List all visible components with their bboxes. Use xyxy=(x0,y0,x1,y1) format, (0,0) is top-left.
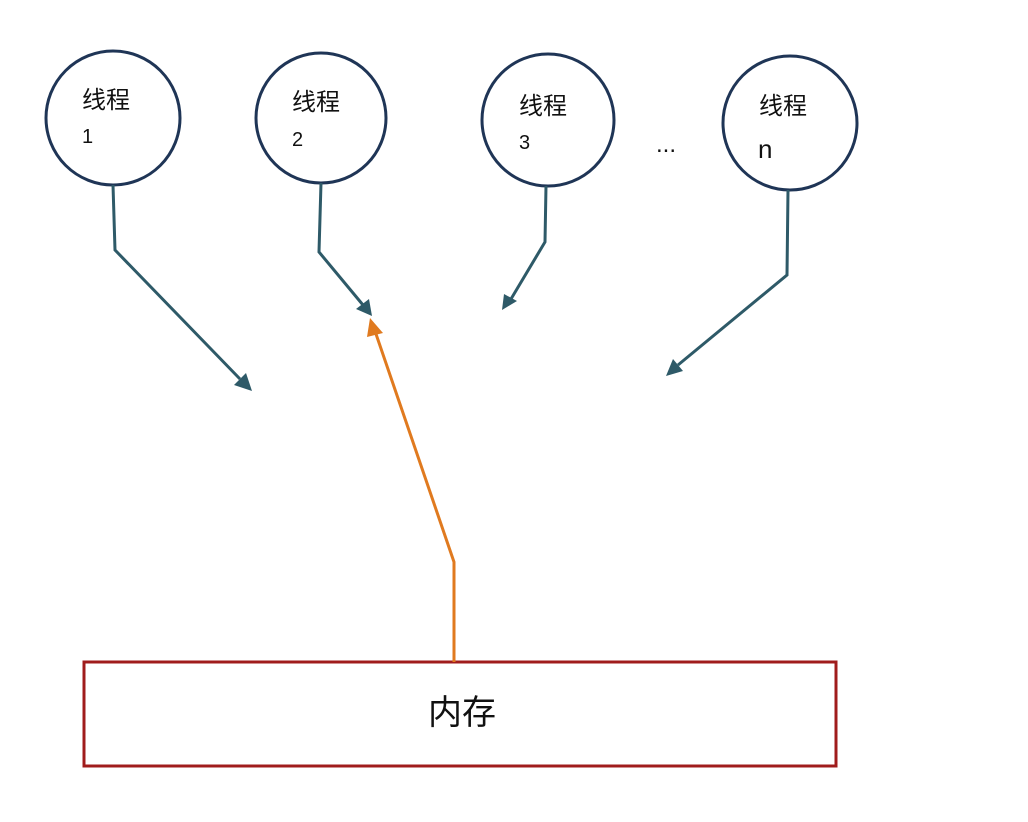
thread-n-circle xyxy=(721,54,859,192)
thread-node-3: 线程 3 xyxy=(480,52,616,188)
thread-1-arrowhead xyxy=(234,373,252,391)
thread-n-arrowhead xyxy=(666,359,683,376)
thread-3-connector xyxy=(502,185,548,310)
thread-3-label: 线程 xyxy=(519,92,567,120)
thread-1-label: 线程 xyxy=(82,86,130,114)
thread-n-label: 线程 xyxy=(759,92,807,120)
thread-node-n: 线程 n xyxy=(721,54,859,192)
thread-3-index: 3 xyxy=(519,132,530,154)
thread-ellipsis: ... xyxy=(656,131,676,158)
thread-node-2: 线程 2 xyxy=(254,51,388,185)
thread-n-index: n xyxy=(758,134,772,164)
thread-1-circle xyxy=(44,49,182,187)
thread-2-circle xyxy=(254,51,388,185)
thread-2-arrowhead xyxy=(356,299,372,316)
memory-block: 内存 xyxy=(82,660,838,768)
thread-n-connector xyxy=(666,189,790,376)
thread-2-connector-line xyxy=(317,182,365,306)
thread-1-connector xyxy=(111,184,252,391)
thread-3-connector-line xyxy=(509,185,548,300)
thread-n-connector-line xyxy=(677,189,790,367)
thread-3-circle xyxy=(480,52,616,188)
memory-label: 内存 xyxy=(428,693,496,733)
memory-connector-line xyxy=(374,333,456,662)
thread-2-connector xyxy=(317,182,372,316)
thread-1-index: 1 xyxy=(82,126,93,148)
memory-connector xyxy=(367,318,456,662)
thread-1-connector-line xyxy=(111,184,242,381)
memory-arrowhead xyxy=(367,318,383,337)
memory-box xyxy=(82,660,838,768)
thread-2-index: 2 xyxy=(292,129,303,151)
thread-3-arrowhead xyxy=(502,294,517,310)
thread-node-1: 线程 1 xyxy=(44,49,182,187)
thread-2-label: 线程 xyxy=(292,88,340,116)
